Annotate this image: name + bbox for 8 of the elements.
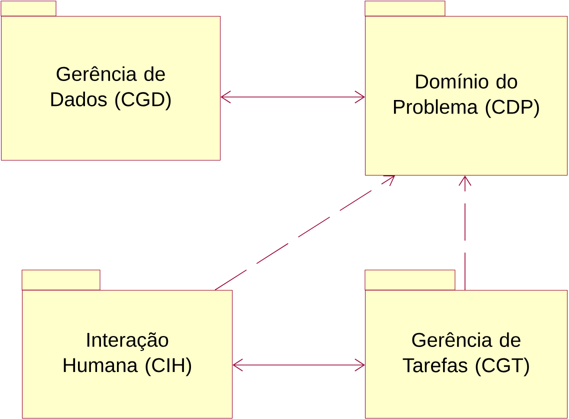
arrow [220,90,365,104]
package-box: Interação Humana (CIH) [22,270,233,419]
package-box: Gerência de Dados (CGD) [0,0,221,161]
package-box: Domínio do Problema (CDP) [364,0,568,176]
arrow [232,358,365,372]
arrow [214,175,395,290]
arrow [458,176,472,290]
package-box: Gerência de Tarefas (CGT) [364,270,568,419]
